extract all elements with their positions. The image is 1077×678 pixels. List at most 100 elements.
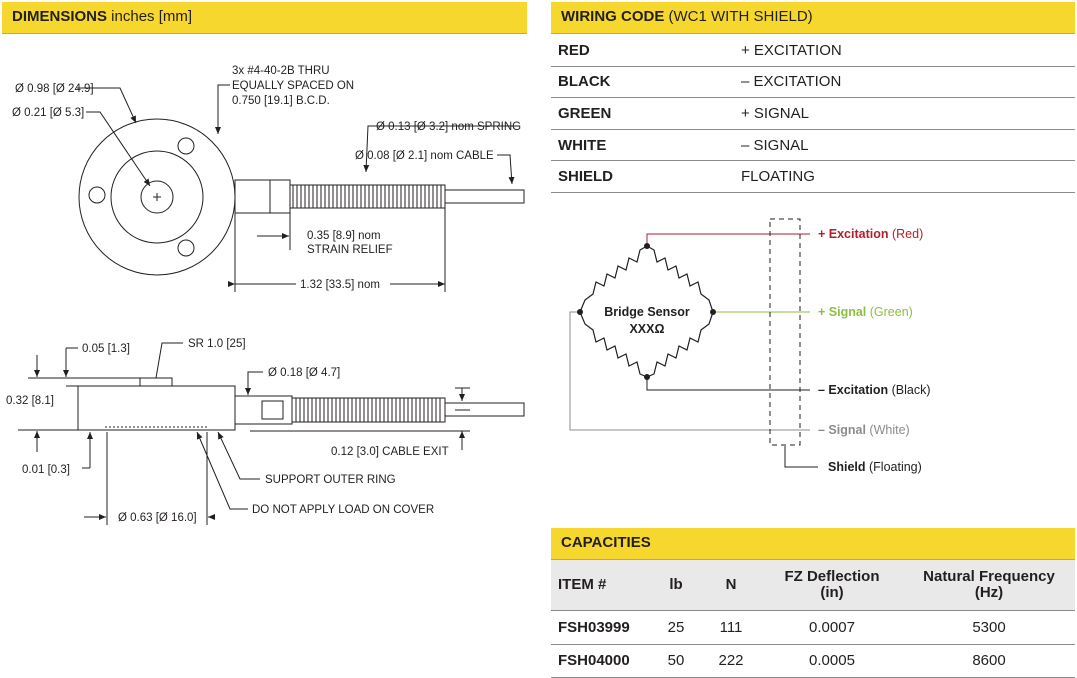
side-body — [77, 385, 236, 431]
table-row: BLACK– EXCITATION — [551, 66, 1075, 99]
wiring-diagram: Bridge Sensor XXXΩ + Excitation (Red) + … — [569, 218, 931, 474]
col-nf: Natural Frequency(Hz) — [903, 560, 1075, 611]
capacities-title: CAPACITIES — [561, 534, 651, 551]
cell-lb: 50 — [651, 644, 701, 678]
center-hole — [140, 180, 174, 214]
label-button-height: 0.05 [1.3] — [82, 343, 130, 355]
bridge-resistance: XXXΩ — [629, 322, 664, 336]
side-cable — [444, 402, 525, 417]
dimensions-units: inches [mm] — [107, 8, 193, 25]
svg-text:+ Excitation (Red): + Excitation (Red) — [818, 227, 923, 241]
dimensions-header: DIMENSIONS inches [mm] — [2, 2, 527, 34]
label-strain-relief-1: 0.35 [8.9] nom — [307, 230, 381, 242]
cell-fz: 0.0005 — [761, 644, 903, 678]
wiring-header: WIRING CODE (WC1 WITH SHIELD) — [551, 2, 1075, 34]
label-signal-pos: + Signal — [818, 305, 866, 319]
wire-color: RED — [551, 35, 734, 67]
svg-text:Shield (Floating): Shield (Floating) — [828, 460, 922, 474]
label-signal-neg-color: (White) — [866, 423, 910, 437]
label-excitation-neg: – Excitation — [818, 383, 888, 397]
mount-hole — [177, 137, 195, 155]
dimensions-drawing: Ø 0.98 [Ø 24.9] Ø 0.21 [Ø 5.3] 3x #4-40-… — [6, 65, 525, 525]
label-gap: 0.01 [0.3] — [22, 464, 70, 476]
label-inner-dia: Ø 0.21 [Ø 5.3] — [12, 107, 84, 119]
cell-nf: 5300 — [903, 610, 1075, 645]
label-sr: SR 1.0 [25] — [188, 338, 246, 350]
cable — [444, 189, 525, 204]
col-nf-line2: (Hz) — [974, 584, 1004, 601]
label-cable-exit: 0.12 [3.0] CABLE EXIT — [331, 446, 449, 458]
table-row: FSH03999 25 111 0.0007 5300 — [551, 610, 1075, 645]
wire-shield — [784, 446, 818, 468]
wire-color: BLACK — [551, 66, 734, 99]
wire-color: GREEN — [551, 97, 734, 130]
side-button — [139, 377, 173, 387]
svg-text:– Excitation (Black): – Excitation (Black) — [818, 383, 931, 397]
label-signal-pos-color: (Green) — [866, 305, 913, 319]
table-row: RED+ EXCITATION — [551, 35, 1075, 67]
bridge-label: Bridge Sensor — [604, 305, 690, 319]
cell-lb: 25 — [651, 610, 701, 645]
bridge-resistors — [579, 245, 714, 378]
wiring-subtitle: (WC1 WITH SHIELD) — [664, 8, 813, 25]
shield-box — [769, 218, 801, 446]
label-length: 1.32 [33.5] nom — [300, 279, 380, 291]
label-fitting-dia: Ø 0.18 [Ø 4.7] — [268, 367, 340, 379]
svg-text:+ Signal (Green): + Signal (Green) — [818, 305, 913, 319]
wire-function: + EXCITATION — [734, 35, 1075, 67]
cell-item: FSH04000 — [551, 644, 651, 678]
capacities-header: CAPACITIES — [551, 528, 1075, 560]
table-row: GREEN+ SIGNAL — [551, 97, 1075, 130]
col-item: ITEM # — [551, 560, 651, 611]
col-lb: lb — [651, 560, 701, 611]
wire-function: FLOATING — [734, 160, 1075, 193]
wire-color: WHITE — [551, 129, 734, 162]
label-no-load: DO NOT APPLY LOAD ON COVER — [252, 504, 434, 516]
wire-white — [569, 311, 810, 431]
table-row: WHITE– SIGNAL — [551, 129, 1075, 162]
label-outer-dia: Ø 0.98 [Ø 24.9] — [15, 83, 94, 95]
wire-black — [646, 377, 810, 391]
label-spring: Ø 0.13 [Ø 3.2] nom SPRING — [376, 121, 521, 133]
wire-function: – SIGNAL — [734, 129, 1075, 162]
cell-n: 222 — [701, 644, 761, 678]
mount-hole — [88, 186, 106, 204]
wiring-table: RED+ EXCITATION BLACK– EXCITATION GREEN+… — [551, 35, 1075, 193]
wire-function: + SIGNAL — [734, 97, 1075, 130]
wire-red — [646, 233, 810, 246]
label-excitation-pos: + Excitation — [818, 227, 889, 241]
table-row: FSH04000 50 222 0.0005 8600 — [551, 644, 1075, 678]
cell-nf: 8600 — [903, 644, 1075, 678]
label-holes-3: 0.750 [19.1] B.C.D. — [232, 95, 330, 107]
label-height: 0.32 [8.1] — [6, 395, 54, 407]
col-n: N — [701, 560, 761, 611]
col-fz-line2: (in) — [820, 584, 844, 601]
label-holes-2: EQUALLY SPACED ON — [232, 80, 354, 92]
label-excitation-pos-color: (Red) — [889, 227, 924, 241]
label-holes-1: 3x #4-40-2B THRU — [232, 65, 330, 77]
wire-function: – EXCITATION — [734, 66, 1075, 99]
label-shield-state: (Floating) — [866, 460, 922, 474]
mount-hole — [177, 239, 195, 257]
cell-n: 111 — [701, 610, 761, 645]
capacities-table: ITEM # lb N FZ Deflection(in) Natural Fr… — [551, 560, 1075, 678]
wiring-title: WIRING CODE — [561, 8, 665, 25]
col-fz-line1: FZ Deflection — [784, 568, 880, 585]
label-excitation-neg-color: (Black) — [888, 383, 930, 397]
col-nf-line1: Natural Frequency — [923, 568, 1055, 585]
label-signal-neg: – Signal — [818, 423, 866, 437]
col-fz: FZ Deflection(in) — [761, 560, 903, 611]
wire-color: SHIELD — [551, 160, 734, 193]
table-header-row: ITEM # lb N FZ Deflection(in) Natural Fr… — [551, 560, 1075, 611]
cell-item: FSH03999 — [551, 610, 651, 645]
dimensions-title: DIMENSIONS — [12, 8, 108, 25]
label-shield: Shield — [828, 460, 866, 474]
label-ring-dia: Ø 0.63 [Ø 16.0] — [118, 512, 197, 524]
cell-fz: 0.0007 — [761, 610, 903, 645]
body-inner-circle — [110, 150, 204, 244]
label-strain-relief-2: STRAIN RELIEF — [307, 244, 393, 256]
svg-text:– Signal (White): – Signal (White) — [818, 423, 910, 437]
label-cable: Ø 0.08 [Ø 2.1] nom CABLE — [355, 150, 494, 162]
label-support-ring: SUPPORT OUTER RING — [265, 474, 396, 486]
